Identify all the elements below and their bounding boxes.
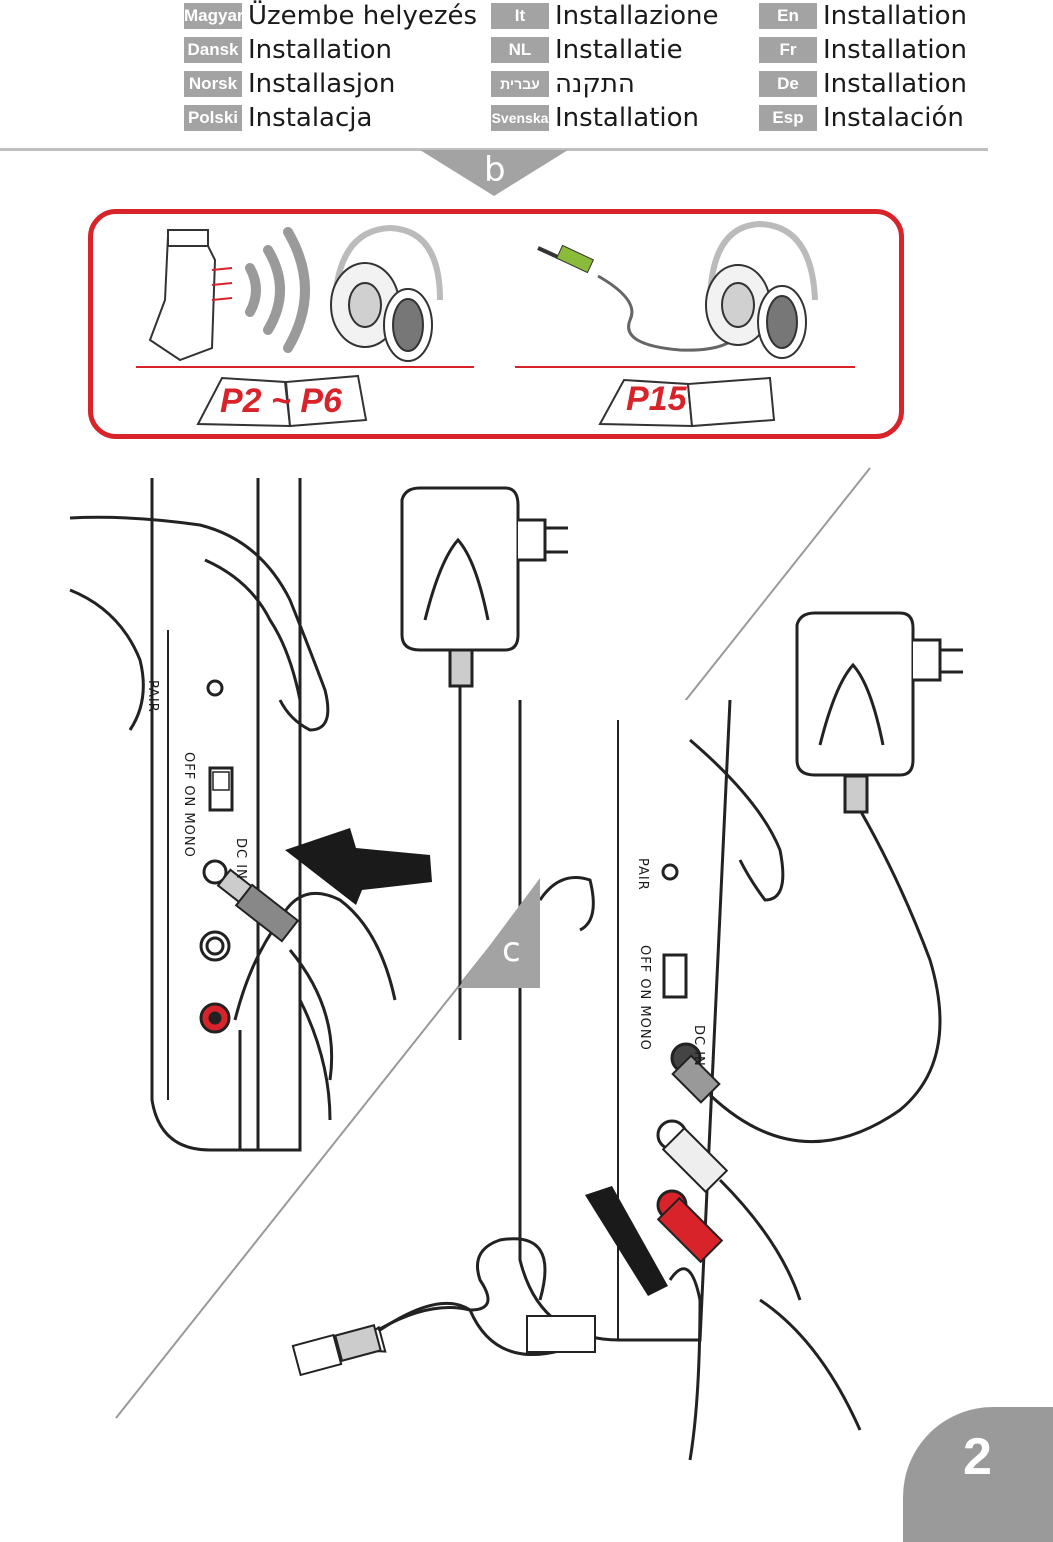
step-c-label: c — [502, 930, 521, 970]
pair-label-left: PAIR — [145, 680, 160, 713]
switch-label-left: OFF ON MONO — [181, 752, 196, 858]
dcin-label-right: DC IN — [691, 1025, 706, 1067]
page-number: 2 — [963, 1427, 992, 1487]
switch-label-right: OFF ON MONO — [637, 945, 652, 1051]
power-adapter-right — [797, 613, 963, 812]
dcin-label-left: DC IN — [233, 838, 248, 880]
pair-label-right: PAIR — [635, 858, 650, 891]
